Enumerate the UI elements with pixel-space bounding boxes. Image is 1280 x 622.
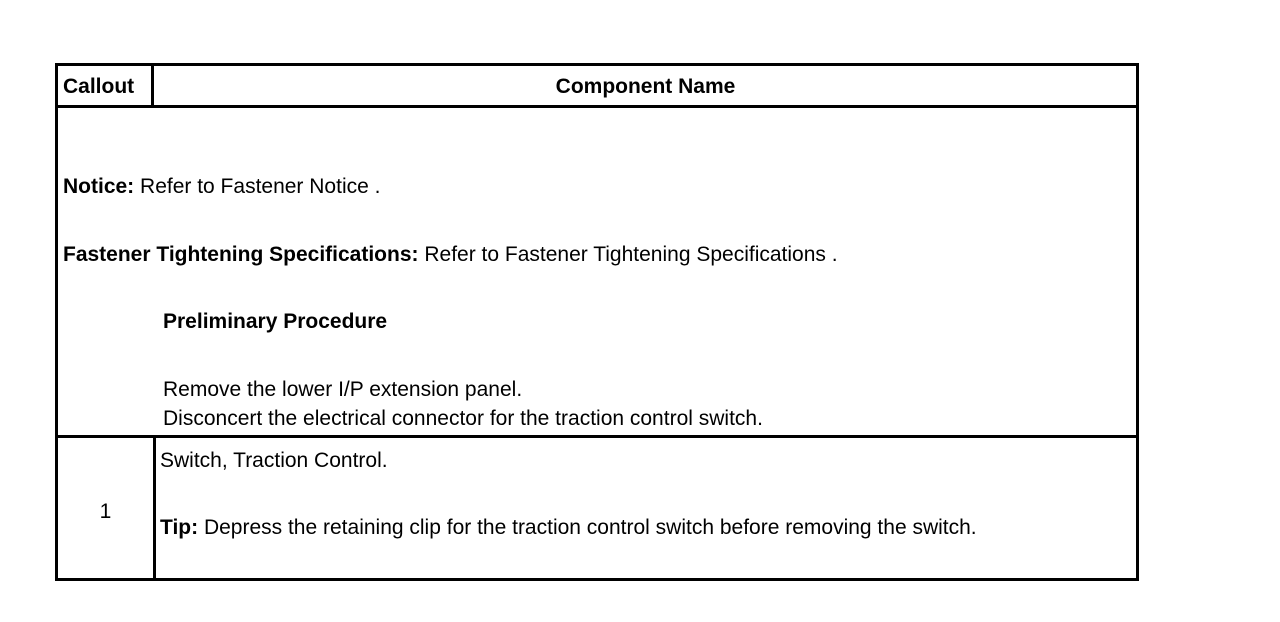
preliminary-procedure-heading: Preliminary Procedure <box>163 310 388 333</box>
notice-text: Refer to Fastener Notice . <box>134 175 381 198</box>
component-name-header: Component Name <box>555 75 736 98</box>
procedure-step: Remove the lower I/P extension panel. <box>163 378 523 401</box>
callout-header: Callout <box>63 75 135 98</box>
notice-label: Notice: <box>63 175 135 198</box>
row-tip-line: Tip: Depress the retaining clip for the … <box>160 516 977 540</box>
specifications-label: Fastener Tightening Specifications: <box>63 243 419 266</box>
header-divider <box>58 105 1136 108</box>
procedure-step: Disconcert the electrical connector for … <box>163 407 763 430</box>
specifications-line: Fastener Tightening Specifications: Refe… <box>63 243 838 267</box>
notice-line: Notice: Refer to Fastener Notice . <box>63 175 380 199</box>
row-column-divider <box>153 436 156 581</box>
tip-text: Depress the retaining clip for the tract… <box>198 516 977 539</box>
row-callout-number: 1 <box>99 500 112 523</box>
header-column-divider <box>151 66 154 106</box>
specifications-text: Refer to Fastener Tightening Specificati… <box>418 243 838 266</box>
component-table: Callout Component Name Notice: Refer to … <box>55 63 1139 581</box>
tip-label: Tip: <box>160 516 199 539</box>
row-divider <box>58 435 1136 438</box>
row-component-name: Switch, Traction Control. <box>160 449 388 472</box>
